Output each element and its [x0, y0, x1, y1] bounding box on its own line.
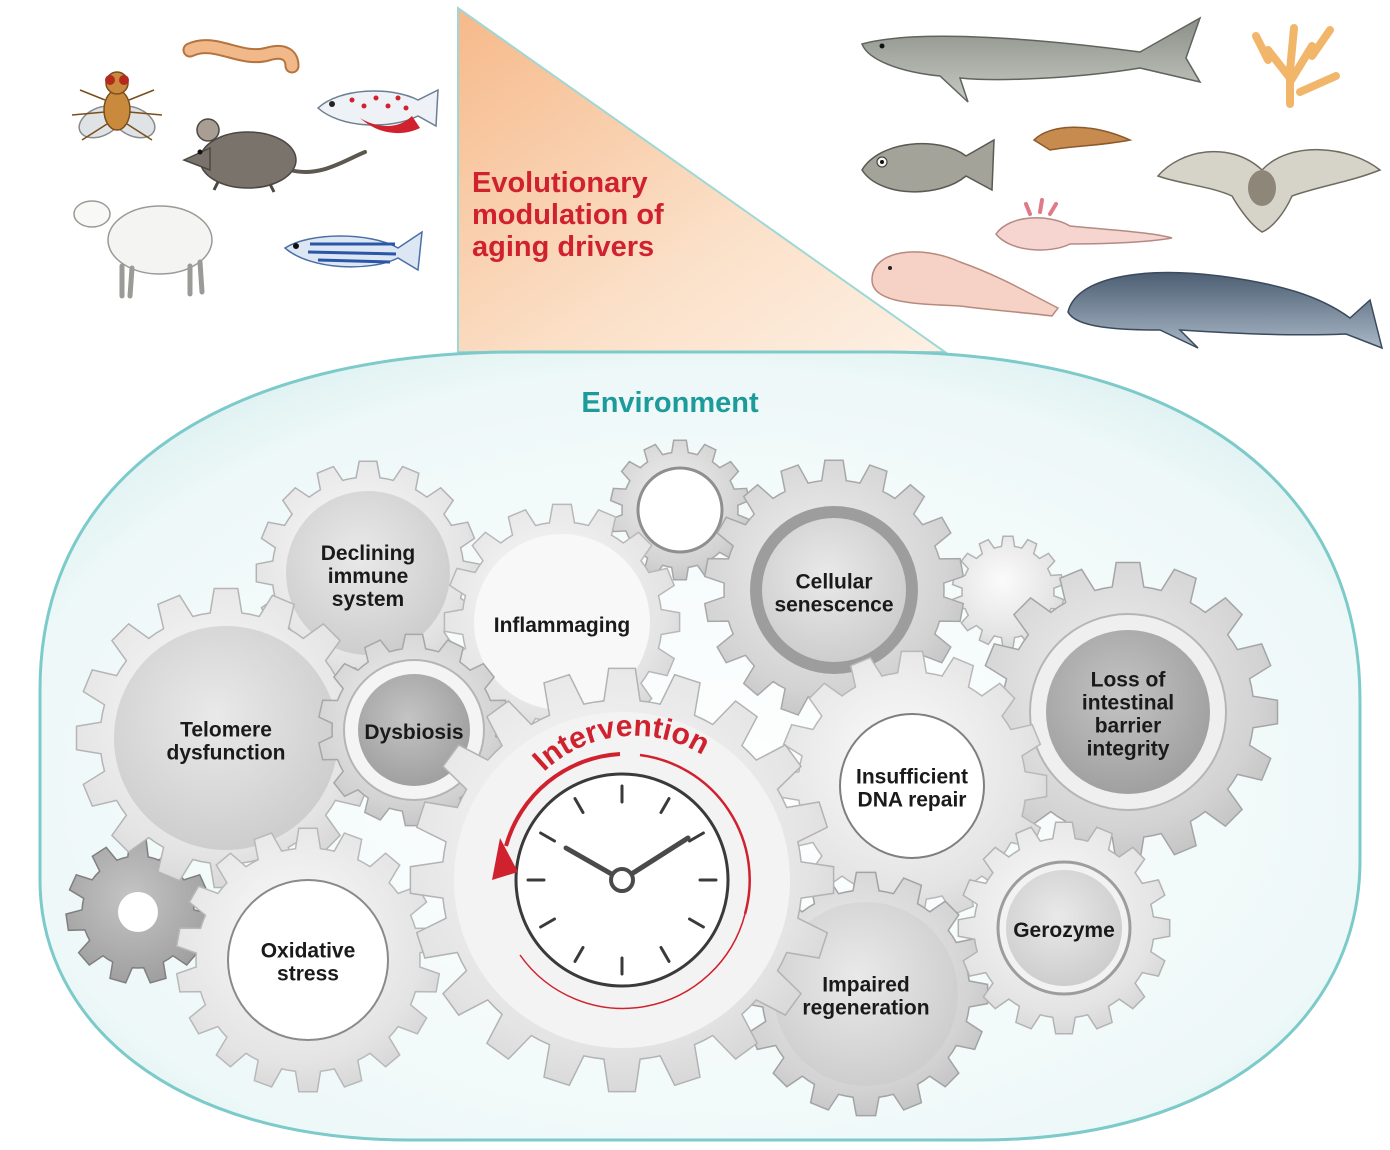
driver-label-line: Loss of [1091, 669, 1167, 692]
driver-label-line: immune [328, 565, 409, 588]
sheep-icon [73, 200, 213, 299]
driver-label-line: Cellular [795, 571, 872, 594]
driver-label-line: Dysbiosis [364, 721, 463, 744]
clock-tick [659, 946, 671, 963]
driver-label-line: Declining [321, 542, 416, 565]
bat-icon [1156, 149, 1382, 233]
driver-label-line: dysfunction [167, 742, 286, 765]
driver-label-line: Inflammaging [494, 614, 631, 637]
worm-icon [182, 39, 300, 74]
coral-icon [1252, 24, 1340, 108]
clock-tick [659, 797, 671, 814]
rockfish-icon [861, 138, 995, 193]
clock-tick [573, 797, 585, 814]
driver-label-line: integrity [1087, 738, 1170, 761]
driver-label-line: Gerozyme [1013, 919, 1115, 942]
shark-icon [861, 16, 1202, 103]
clock-tick [539, 831, 556, 843]
gear-dysbiosis: Dysbiosis [318, 633, 510, 827]
clock-tick [539, 917, 556, 929]
label-dysbiosis: Dysbiosis [364, 721, 463, 744]
driver-label-line: regeneration [802, 997, 929, 1020]
driver-label-line: Oxidative [261, 940, 356, 963]
title-line-3: aging drivers [472, 231, 654, 263]
clock-minute-hand [619, 835, 691, 883]
label-gerozyme: Gerozyme [1013, 919, 1115, 942]
driver-label-line: Insufficient [856, 766, 968, 789]
naked-mole-rat-icon [871, 251, 1060, 317]
driver-label-line: intestinal [1082, 692, 1174, 715]
clock-tick [688, 831, 705, 843]
flatworm-icon [1032, 126, 1133, 151]
fly-icon [71, 71, 163, 141]
clock-icon [514, 772, 730, 988]
environment-label: Environment [581, 387, 759, 419]
driver-label-line: Telomere [180, 719, 272, 742]
clock-tick [688, 917, 705, 929]
driver-label-line: Impaired [822, 974, 910, 997]
title-line-2: modulation of [472, 199, 664, 231]
driver-label-line: senescence [774, 594, 893, 617]
bowhead-whale-icon [1067, 271, 1384, 350]
mouse-icon [182, 118, 367, 193]
title-line-1: Evolutionary [472, 167, 648, 199]
axolotl-icon [995, 198, 1173, 251]
driver-label-line: DNA repair [858, 789, 967, 812]
clock-tick [573, 946, 585, 963]
driver-label-line: stress [277, 963, 339, 986]
rewind-arrow-icon [492, 752, 751, 1010]
gear-gerozyme: Gerozyme [957, 821, 1171, 1035]
driver-label-line: system [332, 588, 404, 611]
title: Evolutionary modulation of aging drivers [472, 167, 664, 263]
label-inflammaging: Inflammaging [494, 614, 631, 637]
zebrafish-icon [283, 230, 423, 272]
killifish-icon [316, 88, 439, 134]
driver-label-line: barrier [1095, 715, 1162, 738]
